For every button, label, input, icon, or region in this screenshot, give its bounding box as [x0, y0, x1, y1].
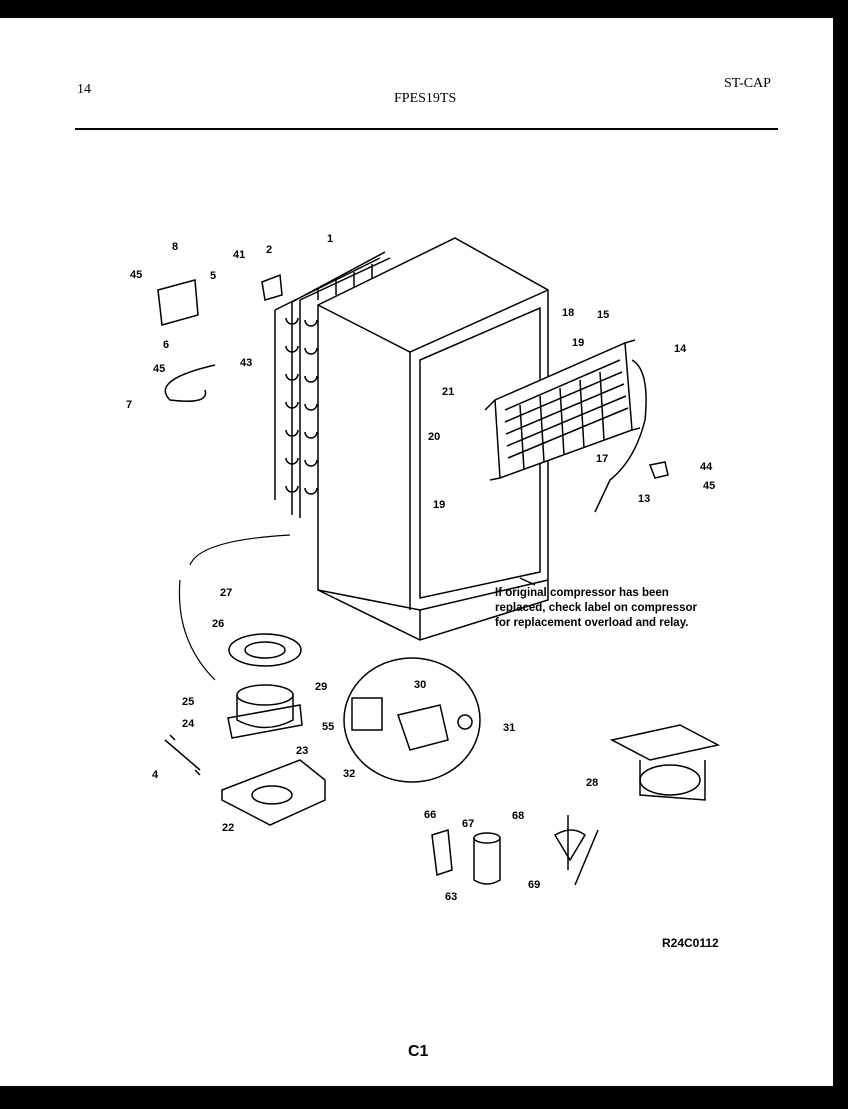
compressor-note: If original compressor has been replaced…: [495, 587, 697, 629]
part-label-26: 26: [212, 618, 224, 630]
part-label-45: 45: [130, 269, 142, 281]
part-label-44: 44: [700, 461, 713, 473]
part-label-45: 45: [703, 480, 715, 492]
part-label-13: 13: [638, 493, 650, 505]
part-label-5: 5: [210, 270, 216, 282]
model-number: FPES19TS: [394, 91, 457, 106]
part-label-1: 1: [327, 233, 333, 245]
part-label-67: 67: [462, 818, 474, 830]
part-label-22: 22: [222, 822, 234, 834]
part-label-68: 68: [512, 810, 524, 822]
part-label-32: 32: [343, 768, 355, 780]
alternate-mount: [609, 724, 721, 801]
section-code: ST-CAP: [724, 76, 771, 91]
part-label-14: 14: [674, 343, 687, 355]
part-label-21: 21: [442, 386, 454, 398]
part-label-6: 6: [163, 339, 169, 351]
part-label-23: 23: [296, 745, 308, 757]
part-label-31: 31: [503, 722, 515, 734]
part-label-8: 8: [172, 241, 178, 253]
part-label-28: 28: [586, 777, 598, 789]
part-label-45: 45: [153, 363, 165, 375]
part-label-24: 24: [182, 718, 195, 730]
part-label-29: 29: [315, 681, 327, 693]
part-label-41: 41: [233, 249, 245, 261]
compressor: [178, 534, 326, 826]
part-label-55: 55: [322, 721, 334, 733]
evaporator-coil: [484, 339, 647, 513]
part-label-25: 25: [182, 696, 194, 708]
part-label-19: 19: [433, 499, 445, 511]
cabinet: [317, 237, 549, 641]
start-capacitor: [431, 815, 599, 886]
reference-code: R24C0112: [662, 936, 719, 950]
footer-label: C1: [408, 1043, 429, 1060]
relay-detail: [343, 657, 481, 783]
part-label-43: 43: [240, 357, 252, 369]
page-number: 14: [77, 82, 91, 97]
part-label-2: 2: [266, 244, 272, 256]
rear-condenser-coil: [274, 251, 391, 518]
part-label-20: 20: [428, 431, 440, 443]
header-rule: [75, 128, 778, 130]
part-labels: 1245678131415171819192021222324252627282…: [126, 233, 715, 903]
part-label-63: 63: [445, 891, 457, 903]
part-label-30: 30: [414, 679, 426, 691]
small-parts: [157, 273, 669, 776]
part-label-69: 69: [528, 879, 540, 891]
part-label-17: 17: [596, 453, 608, 465]
part-label-27: 27: [220, 587, 232, 599]
part-label-7: 7: [126, 399, 132, 411]
part-label-19: 19: [572, 337, 584, 349]
part-label-15: 15: [597, 309, 609, 321]
part-label-4: 4: [152, 769, 159, 781]
part-label-18: 18: [562, 307, 574, 319]
part-label-66: 66: [424, 809, 436, 821]
